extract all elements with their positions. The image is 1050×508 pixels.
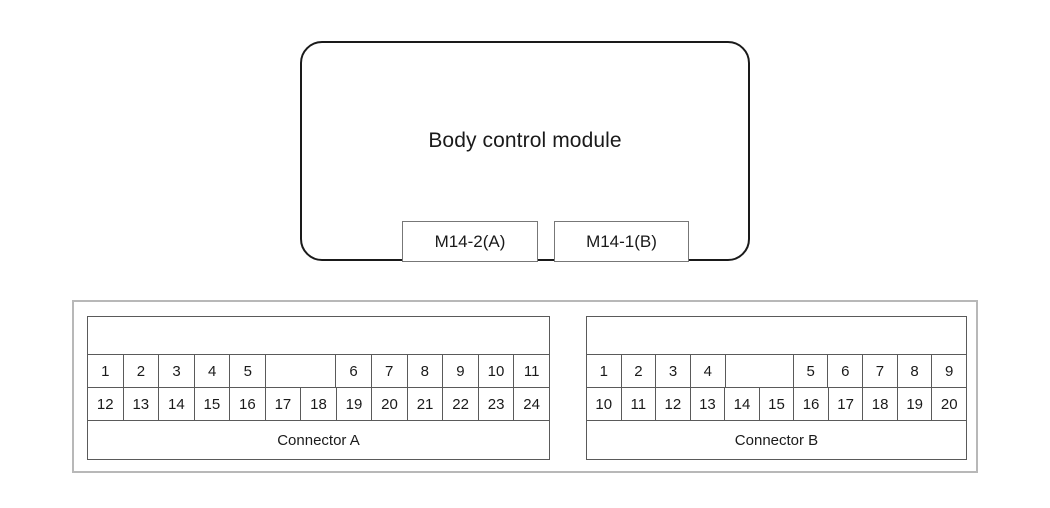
connector-a-pin-7[interactable]: 7 [372, 355, 408, 387]
connector-a-pin-4[interactable]: 4 [195, 355, 231, 387]
connector-b-pin-4[interactable]: 4 [691, 355, 726, 387]
connector-a-pin-19[interactable]: 19 [337, 388, 373, 420]
connector-b-pin-1[interactable]: 1 [587, 355, 622, 387]
connector-a-pin-23[interactable]: 23 [479, 388, 515, 420]
connector-a-pin-15[interactable]: 15 [195, 388, 231, 420]
connector-a-pin-6[interactable]: 6 [336, 355, 372, 387]
connector-a-pin-16[interactable]: 16 [230, 388, 266, 420]
connector-a-pin-13[interactable]: 13 [124, 388, 160, 420]
connector-a-pin-18[interactable]: 18 [301, 388, 337, 420]
connector-b-pin-14[interactable]: 14 [725, 388, 760, 420]
connector-b-pin-8[interactable]: 8 [898, 355, 933, 387]
connector-b-top-blank-cell [726, 355, 794, 387]
connector-a-pin-22[interactable]: 22 [443, 388, 479, 420]
connector-b-pin-13[interactable]: 13 [691, 388, 726, 420]
connector-b-pin-10[interactable]: 10 [587, 388, 622, 420]
connector-b-pin-19[interactable]: 19 [898, 388, 933, 420]
connector-a-pin-20[interactable]: 20 [372, 388, 408, 420]
connector-a-pin-17[interactable]: 17 [266, 388, 302, 420]
connector-b-label: Connector B [734, 431, 819, 449]
connector-b-pin-2[interactable]: 2 [622, 355, 657, 387]
connector-b-pin-6[interactable]: 6 [828, 355, 864, 387]
connector-a-pin-10[interactable]: 10 [479, 355, 515, 387]
connector-a-pin-5[interactable]: 5 [230, 355, 267, 387]
connector-a-pin-3[interactable]: 3 [159, 355, 195, 387]
connector-b-pin-11[interactable]: 11 [622, 388, 657, 420]
module-port-m14-1-b[interactable]: M14-1(B) [554, 221, 689, 262]
connector-a-pin-1[interactable]: 1 [88, 355, 124, 387]
connector-a-header-blank-row [88, 317, 549, 355]
connector-a-top-blank-cell [266, 355, 337, 387]
module-port-m14-2-a[interactable]: M14-2(A) [402, 221, 538, 262]
connector-b-pin-20[interactable]: 20 [940, 395, 958, 413]
connector-b-pin-12[interactable]: 12 [656, 388, 691, 420]
connector-b-header-blank-row [587, 317, 966, 355]
connector-a-pin-24[interactable]: 24 [523, 395, 540, 413]
connector-a-label: Connector A [277, 431, 360, 449]
connector-b-pin-17[interactable]: 17 [829, 388, 864, 420]
connector-a-pin-9[interactable]: 9 [443, 355, 479, 387]
module-port-a-label: M14-2(A) [434, 231, 506, 251]
connector-a-pin-11[interactable]: 11 [523, 362, 540, 380]
connector-b-pin-7[interactable]: 7 [863, 355, 898, 387]
module-port-b-label: M14-1(B) [586, 231, 657, 251]
connector-a-pin-12[interactable]: 12 [88, 388, 124, 420]
connector-b-pin-15[interactable]: 15 [760, 388, 795, 420]
connector-a-pin-21[interactable]: 21 [408, 388, 444, 420]
connector-b-pin-16[interactable]: 16 [794, 388, 829, 420]
connector-a-pin-14[interactable]: 14 [159, 388, 195, 420]
connector-b-pin-9[interactable]: 9 [945, 362, 954, 380]
connector-a-pin-8[interactable]: 8 [408, 355, 444, 387]
connector-b-pin-5[interactable]: 5 [794, 355, 829, 387]
connector-b-pin-3[interactable]: 3 [656, 355, 691, 387]
module-title: Body control module [428, 129, 622, 152]
connector-b-pin-18[interactable]: 18 [863, 388, 898, 420]
connector-a-pin-2[interactable]: 2 [124, 355, 160, 387]
